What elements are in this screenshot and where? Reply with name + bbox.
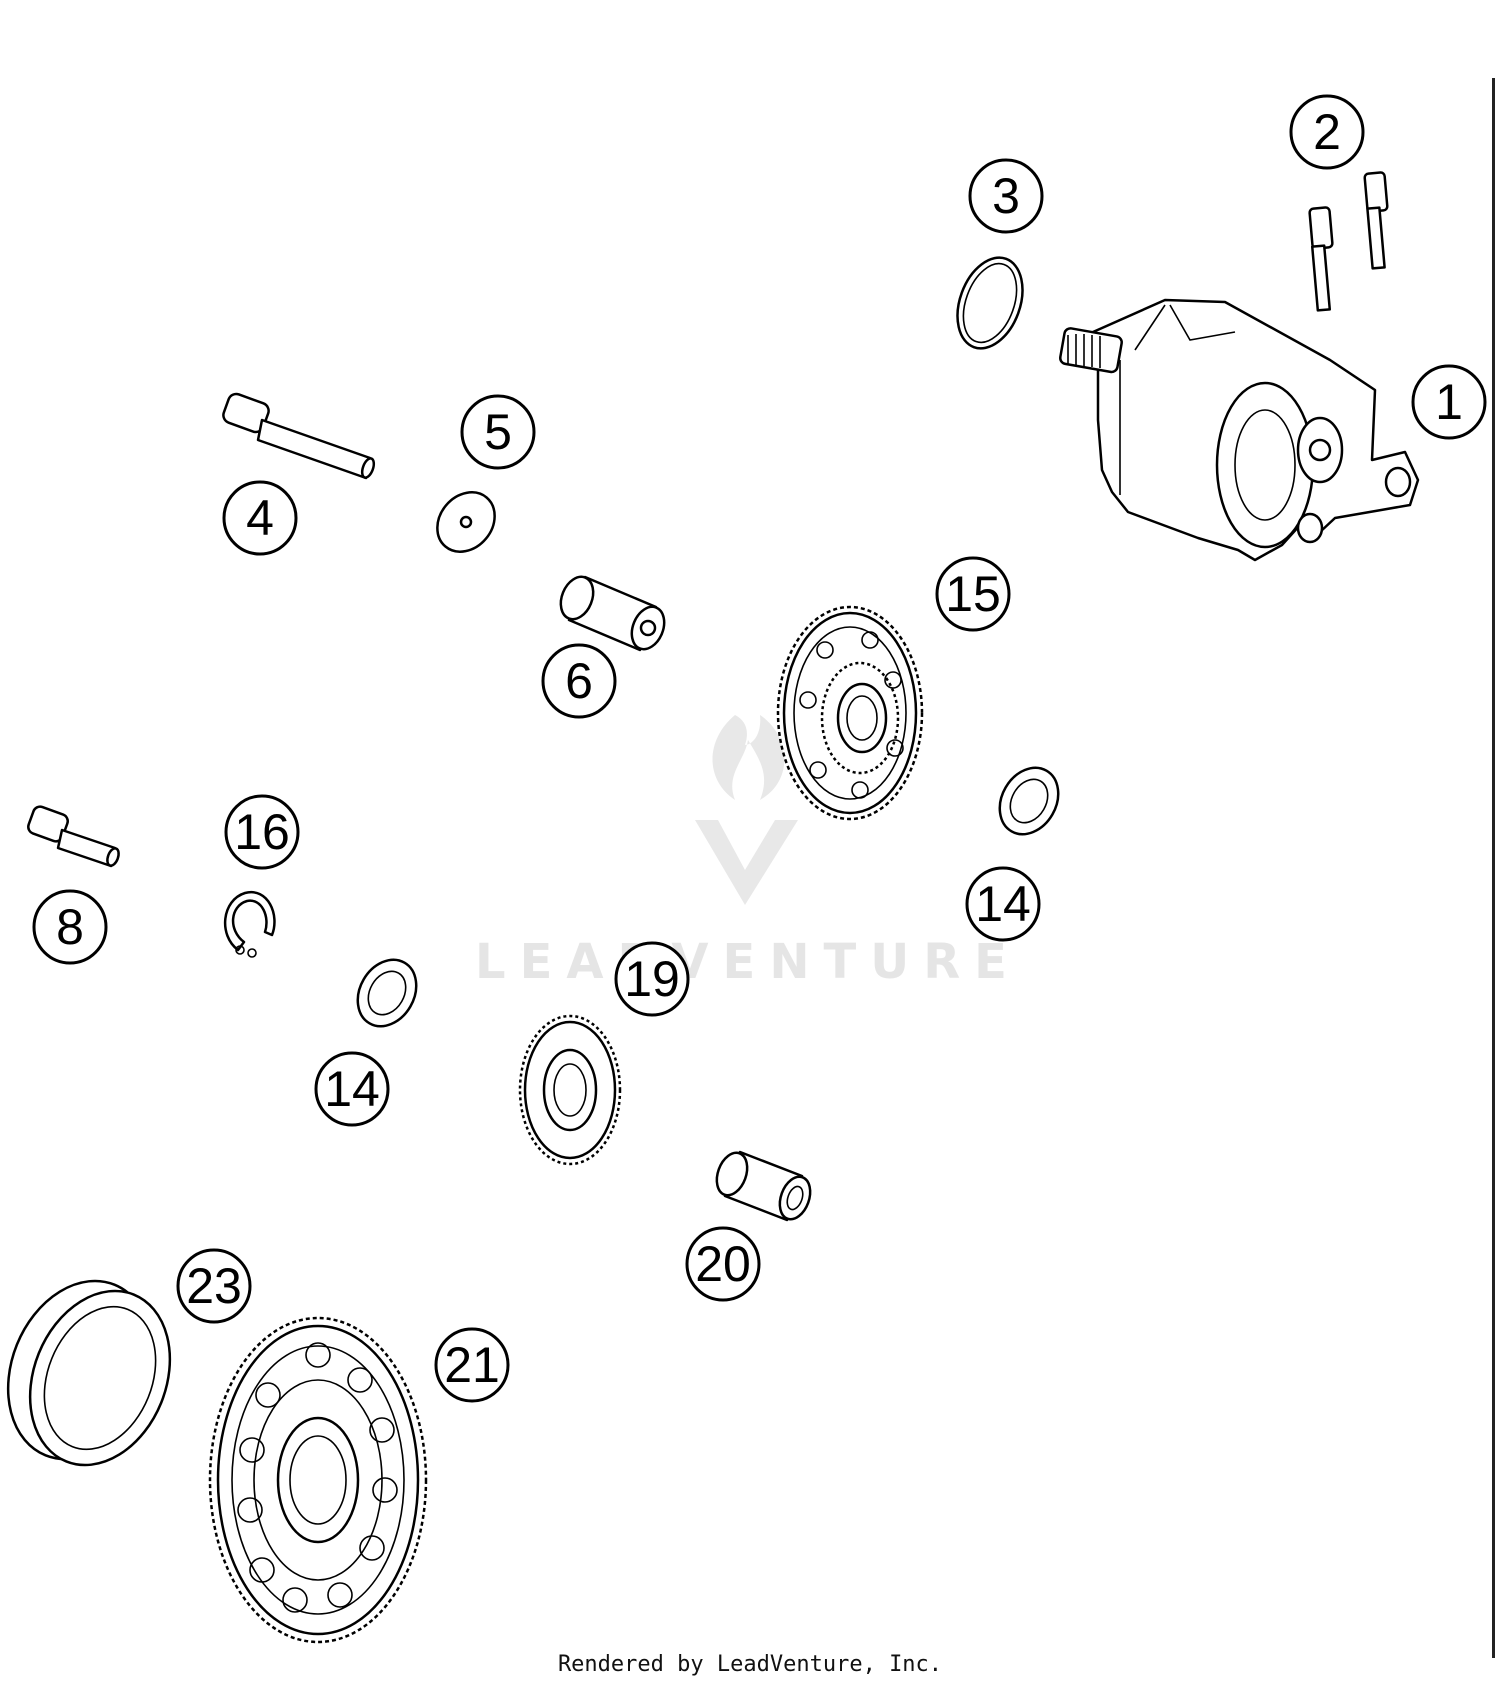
callout-label: 20 <box>695 1236 751 1292</box>
callout-3[interactable]: 3 <box>968 158 1044 234</box>
callout-2[interactable]: 2 <box>1289 94 1365 170</box>
callout-19[interactable]: 19 <box>614 941 690 1017</box>
callout-label: 8 <box>56 899 84 955</box>
callout-6[interactable]: 6 <box>541 643 617 719</box>
bushing-part <box>559 575 666 652</box>
callout-8[interactable]: 8 <box>32 889 108 965</box>
callout-14-upper[interactable]: 14 <box>965 866 1041 942</box>
thrust-washer-lower-part <box>356 958 418 1028</box>
idler-gear-part <box>518 1014 622 1166</box>
starter-gear-part <box>208 1316 428 1644</box>
washer-part <box>436 491 496 553</box>
callout-4[interactable]: 4 <box>222 480 298 556</box>
o-ring-part <box>956 256 1024 350</box>
callout-label: 19 <box>624 951 680 1007</box>
callout-14-lower[interactable]: 14 <box>314 1051 390 1127</box>
callout-label: 2 <box>1313 104 1341 160</box>
callout-label: 6 <box>565 653 593 709</box>
bearing-ring-part <box>6 1279 172 1467</box>
callout-20[interactable]: 20 <box>685 1226 761 1302</box>
starter-motor-part <box>1059 298 1420 562</box>
callout-label: 21 <box>444 1337 500 1393</box>
thrust-washer-upper-part <box>998 766 1060 836</box>
callout-23[interactable]: 23 <box>176 1248 252 1324</box>
bolts-part <box>1308 171 1389 312</box>
callout-label: 16 <box>234 804 290 860</box>
callout-label: 23 <box>186 1258 242 1314</box>
callout-5[interactable]: 5 <box>460 394 536 470</box>
callout-21[interactable]: 21 <box>434 1327 510 1403</box>
callout-label: 1 <box>1435 374 1463 430</box>
callout-label: 14 <box>324 1061 380 1117</box>
long-bolt-part <box>222 392 376 480</box>
circlip-part <box>223 890 276 958</box>
render-credit: Rendered by LeadVenture, Inc. <box>557 1652 943 1677</box>
callout-1[interactable]: 1 <box>1411 364 1487 440</box>
sleeve-part <box>715 1150 812 1222</box>
callout-label: 4 <box>246 490 274 546</box>
callout-15[interactable]: 15 <box>935 556 1011 632</box>
intermediate-gear-part <box>776 605 924 821</box>
watermark-text: LEADVENTURE <box>475 934 1021 990</box>
callout-16[interactable]: 16 <box>224 794 300 870</box>
leadventure-watermark: LEADVENTURE <box>475 715 1021 990</box>
short-bolt-part <box>27 805 120 868</box>
callout-label: 5 <box>484 404 512 460</box>
callout-label: 14 <box>975 876 1031 932</box>
callout-label: 15 <box>945 566 1001 622</box>
page-border-right <box>1492 78 1495 1658</box>
callout-label: 3 <box>992 168 1020 224</box>
